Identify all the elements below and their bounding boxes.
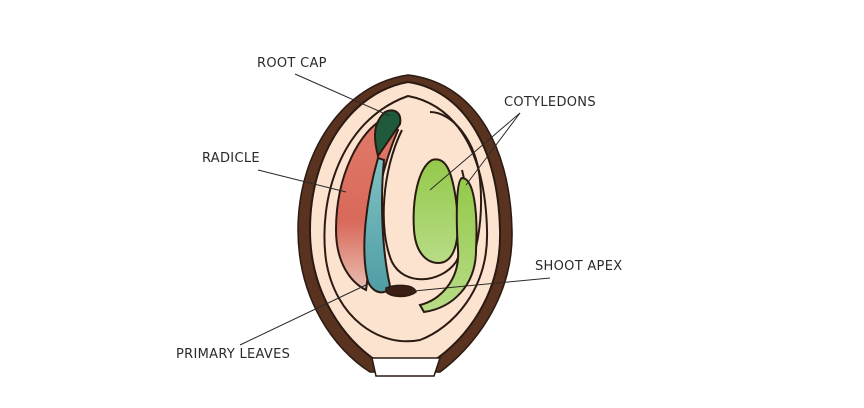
primary-leaves-label: PRIMARY LEAVES: [176, 347, 291, 362]
cotyledon-left-shape: [412, 158, 459, 264]
radicle-leader: [257, 169, 347, 193]
cotyledons-leader-1: [429, 112, 521, 191]
root-cap-label: ROOT CAP: [257, 56, 327, 71]
shoot-apex-leader: [413, 277, 551, 292]
cotyledon-right-shape: [418, 176, 478, 314]
radicle-label: RADICLE: [202, 151, 260, 166]
seed-base: [371, 357, 442, 377]
shoot-apex-shape: [385, 284, 417, 298]
primary-leaves-shape: [363, 156, 392, 294]
root-cap-shape: [374, 109, 402, 159]
root-cap-leader: [294, 73, 391, 117]
primary-leaves-leader: [239, 283, 369, 346]
cotyledons-label: COTYLEDONS: [504, 95, 596, 110]
cotyledons-leader-2: [465, 112, 521, 186]
shoot-apex-label: SHOOT APEX: [535, 259, 623, 274]
